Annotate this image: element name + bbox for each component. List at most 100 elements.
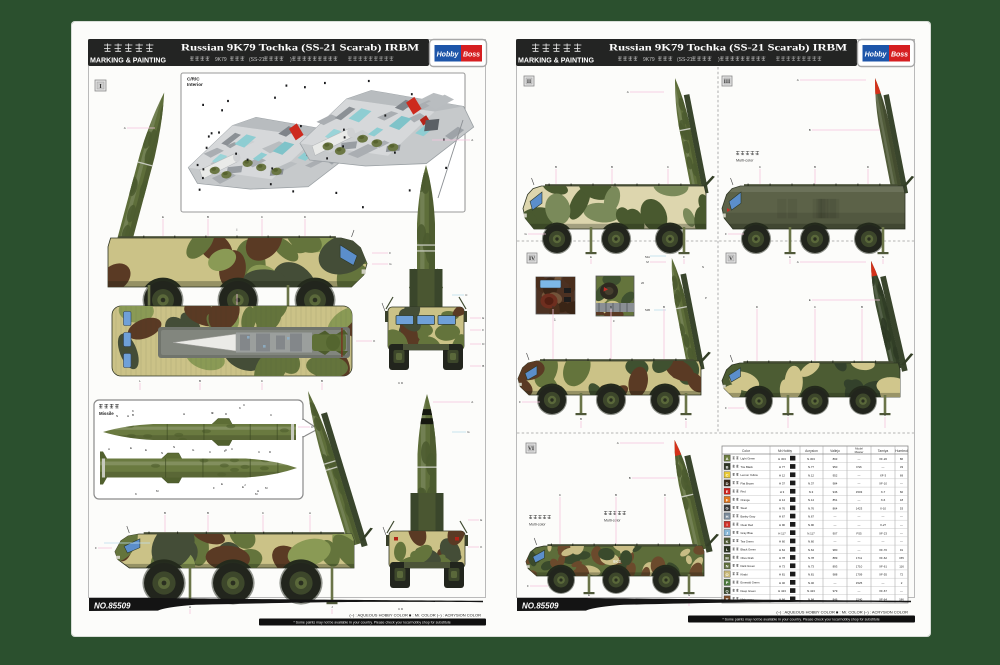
svg-text:F: F [389, 251, 391, 255]
svg-text:D: D [756, 305, 759, 309]
svg-text:B: B [726, 464, 729, 469]
svg-text:F: F [683, 255, 685, 259]
svg-text:N.423: N.423 [807, 589, 815, 593]
svg-text:* Some paints may not be avail: * Some paints may not be available in yo… [722, 618, 879, 622]
svg-text:K: K [480, 545, 482, 549]
svg-text:—: — [858, 548, 861, 552]
svg-text:): ) [290, 57, 292, 63]
svg-text:M: M [646, 260, 649, 264]
svg-text:B: B [164, 511, 166, 515]
svg-text:H: H [726, 514, 729, 519]
svg-text:E: E [145, 448, 147, 452]
svg-text:J: J [726, 531, 728, 536]
svg-text:1423: 1423 [856, 506, 863, 510]
svg-text:X-7: X-7 [881, 490, 886, 494]
svg-text:K: K [135, 492, 137, 496]
svg-text:18: 18 [900, 498, 904, 502]
svg-text:9K79: 9K79 [215, 57, 227, 63]
svg-text:G: G [787, 413, 790, 417]
svg-text:A: A [726, 456, 729, 461]
svg-text:Khaki: Khaki [741, 573, 748, 577]
svg-text:C D: C D [398, 381, 404, 385]
svg-text:B: B [321, 379, 323, 383]
svg-text:Tea Green: Tea Green [741, 539, 755, 543]
svg-text:60: 60 [900, 490, 904, 494]
svg-text:72: 72 [900, 573, 904, 577]
svg-text:D: D [225, 412, 228, 416]
svg-text:E: E [221, 482, 223, 486]
svg-text:N.14: N.14 [808, 498, 814, 502]
svg-text:889: 889 [833, 556, 838, 560]
svg-text:K: K [211, 411, 213, 415]
svg-text:—: — [834, 515, 837, 519]
svg-text:9K79: 9K79 [643, 57, 655, 63]
svg-text:116: 116 [899, 564, 904, 568]
svg-text:B: B [482, 364, 484, 368]
svg-text:H 73: H 73 [779, 564, 785, 568]
svg-text:D: D [867, 165, 870, 169]
svg-text:Vallejo: Vallejo [830, 449, 840, 453]
svg-text:D: D [726, 481, 729, 486]
svg-text:69: 69 [900, 473, 904, 477]
svg-text:J: J [331, 605, 333, 609]
svg-text:Q: Q [726, 588, 729, 593]
svg-text:III: III [724, 79, 730, 85]
svg-text:N.76: N.76 [808, 506, 814, 510]
svg-text:H: H [257, 489, 259, 493]
svg-text:H 423: H 423 [778, 589, 786, 593]
svg-text:C: C [243, 403, 246, 407]
svg-text:N.77: N.77 [808, 465, 814, 469]
svg-text:C: C [225, 448, 228, 452]
svg-text:9K3: 9K3 [613, 559, 621, 564]
svg-text:N.46: N.46 [808, 581, 814, 585]
svg-text:Olive Drab: Olive Drab [741, 556, 755, 560]
svg-text:851: 851 [833, 498, 838, 502]
svg-text:Light Green: Light Green [741, 457, 756, 461]
svg-text:O: O [726, 572, 729, 577]
svg-text:XF-64: XF-64 [879, 598, 887, 602]
svg-text:XF-67: XF-67 [879, 589, 887, 593]
svg-text:M: M [156, 489, 159, 493]
svg-text:C: C [270, 413, 273, 417]
svg-text:A: A [797, 260, 799, 264]
svg-text:E: E [726, 489, 729, 494]
svg-text:H 81: H 81 [779, 573, 785, 577]
svg-text:M: M [255, 492, 258, 496]
svg-text:G: G [882, 255, 885, 259]
svg-text:—: — [882, 465, 885, 469]
svg-text:H 64: H 64 [779, 548, 785, 552]
svg-text:X-6: X-6 [881, 498, 886, 502]
svg-text:XF-26: XF-26 [879, 457, 887, 461]
svg-text:—: — [858, 482, 861, 486]
svg-text:988: 988 [833, 573, 838, 577]
svg-text:N.303: N.303 [807, 457, 815, 461]
svg-text:N.67: N.67 [808, 515, 814, 519]
svg-text:155: 155 [899, 556, 904, 560]
svg-text:864: 864 [833, 506, 838, 510]
svg-text:F: F [527, 584, 529, 588]
svg-text:—: — [882, 540, 885, 544]
svg-text:H 3: H 3 [780, 490, 785, 494]
svg-text:C: C [262, 511, 265, 515]
svg-text:Master: Master [855, 450, 864, 454]
svg-text:B: B [809, 128, 811, 132]
svg-text:1709: 1709 [856, 573, 863, 577]
svg-text:Missile: Missile [99, 411, 114, 416]
svg-text:MARKING & PAINTING: MARKING & PAINTING [518, 56, 594, 65]
svg-text:K: K [239, 406, 241, 410]
svg-text:Gray Blue: Gray Blue [741, 531, 754, 535]
svg-text:NO.85509: NO.85509 [94, 601, 131, 610]
svg-text:Clear Red: Clear Red [741, 523, 754, 527]
svg-text:893: 893 [833, 457, 838, 461]
svg-text:E: E [809, 298, 811, 302]
svg-text:* Some paints may not be avail: * Some paints may not be available in yo… [293, 621, 450, 625]
svg-text:C: C [209, 450, 212, 454]
svg-text:P: P [726, 580, 729, 585]
svg-text:E: E [588, 593, 590, 597]
svg-text:54B: 54B [645, 308, 650, 312]
svg-text:N.78: N.78 [808, 556, 814, 560]
svg-text:F: F [482, 328, 484, 332]
svg-text:Deep Green: Deep Green [741, 589, 757, 593]
svg-text:H 303: H 303 [778, 457, 786, 461]
svg-text:Tire Black: Tire Black [741, 465, 754, 469]
